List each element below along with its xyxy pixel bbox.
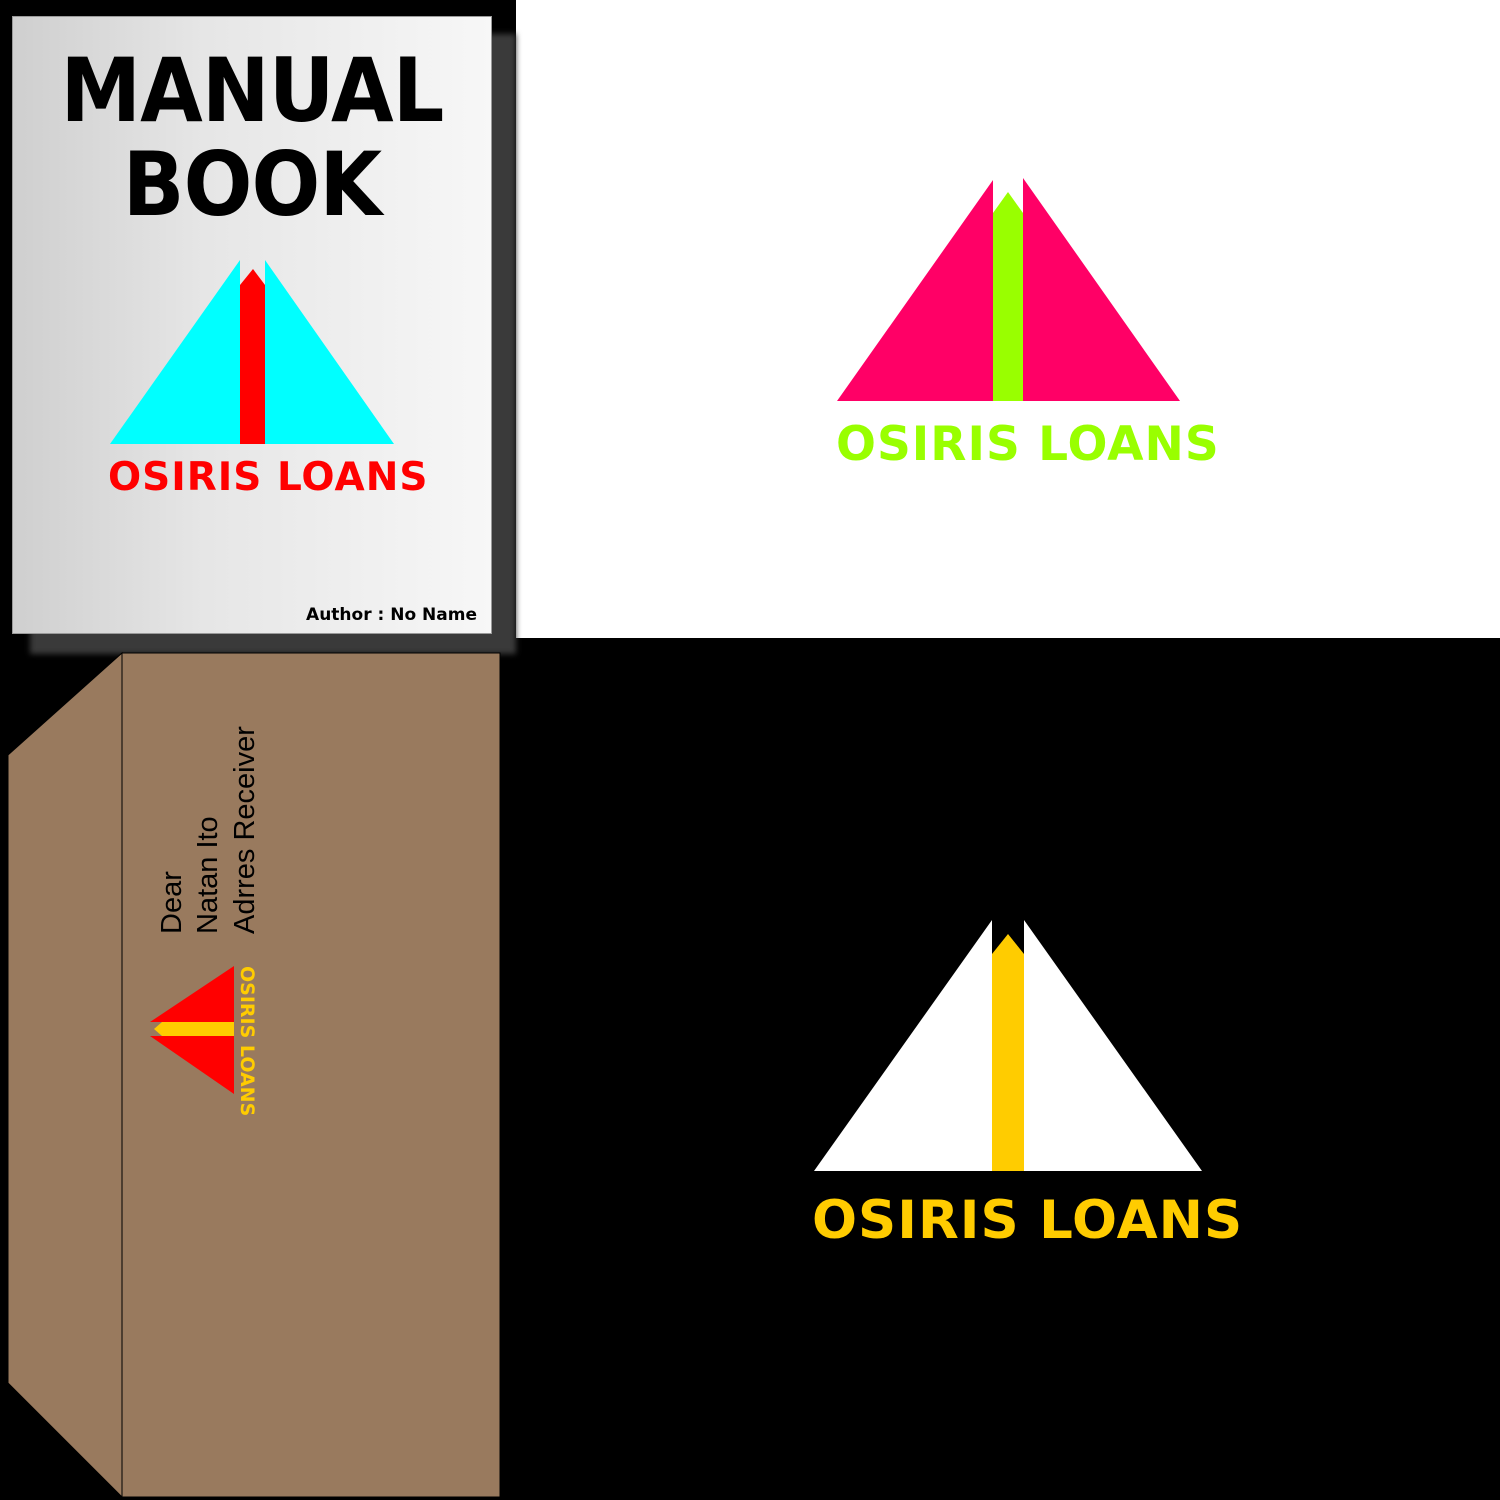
manual-book-cover: MANUAL BOOK Author : No Name [12,16,492,634]
logo-white-pencil [993,192,1023,401]
logo-white-triangle-right [1023,178,1180,401]
logo-white-triangle-left [837,180,993,401]
logo-black-pencil [992,934,1024,1171]
box-logo-triangle-top [150,966,234,1022]
book-title-line2: BOOK [122,133,382,236]
book-logo-mark [110,260,394,444]
box-front-face [121,652,501,1498]
address-line-dear: Dear [156,871,188,934]
box-brand-text: OSIRIS LOANS [236,966,258,1117]
box-logo-triangle-bottom [150,1036,234,1094]
logo-white-mark [837,178,1180,401]
book-author: Author : No Name [306,605,477,625]
book-logo-triangle-left [110,260,240,444]
book-logo-pencil [240,269,265,444]
box-logo-pencil [154,1022,234,1036]
book-brand-text: OSIRIS LOANS [108,455,429,500]
logo-black-triangle-left [814,920,992,1171]
logo-white-brand-text: OSIRIS LOANS [836,417,1220,472]
box-logo-mark [150,966,234,1094]
shipping-box [7,651,501,1499]
book-logo-triangle-right [265,260,394,444]
logo-black-brand-text: OSIRIS LOANS [812,1190,1244,1251]
book-title-line1: MANUAL [60,39,445,142]
logo-black-mark [814,920,1202,1171]
address-line-address: Adrres Receiver [229,726,261,934]
logo-black-triangle-right [1024,920,1202,1171]
address-line-name: Natan Ito [192,816,224,934]
box-side-face [7,651,123,1499]
